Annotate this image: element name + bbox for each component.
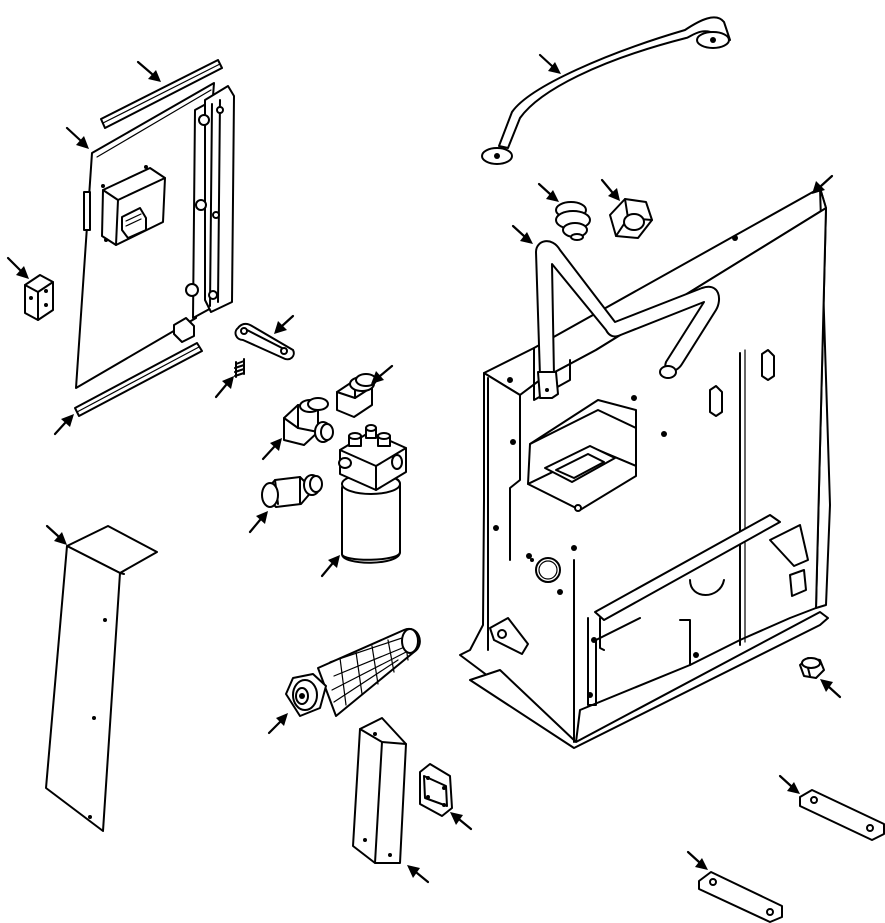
top-seal-strip (100, 59, 223, 129)
slotted-link (234, 322, 295, 361)
filter-assembly (338, 424, 407, 564)
callout-arrow (261, 438, 282, 461)
callout-arrow (65, 126, 89, 149)
callout-arrow (538, 53, 561, 74)
callout-arrow (812, 174, 834, 194)
long-angle-bracket (45, 525, 158, 832)
callout-arrow (778, 774, 800, 794)
callout-arrows (6, 53, 842, 884)
callout-arrow (6, 256, 29, 279)
callout-arrow (214, 376, 234, 399)
callout-arrow (267, 713, 288, 735)
filler-cap (609, 198, 653, 239)
square-plate (419, 763, 453, 817)
tank-housing (459, 187, 831, 749)
strainer-element (285, 627, 421, 717)
callout-arrow (248, 511, 268, 534)
hinge-strip (173, 85, 235, 343)
side-panel (75, 82, 215, 389)
flat-link-lower (698, 871, 783, 923)
mounting-plate (352, 717, 407, 864)
spring (234, 358, 245, 378)
bottom-seal-strip (74, 342, 203, 417)
callout-arrow (686, 850, 708, 870)
callout-arrow (537, 182, 559, 202)
breather-cap (555, 201, 591, 241)
grab-handle (481, 16, 731, 165)
callout-arrow (371, 364, 394, 384)
callout-arrow (274, 314, 295, 334)
callout-arrow (600, 178, 620, 201)
callout-arrow (136, 60, 161, 82)
small-bracket (24, 274, 54, 321)
callout-arrow (53, 414, 74, 436)
drain-plug (799, 657, 825, 679)
straight-fitting (336, 373, 377, 418)
callout-arrow (407, 865, 430, 884)
callout-arrow (320, 555, 340, 578)
callout-arrow (511, 224, 533, 244)
tube-assembly (535, 240, 720, 399)
hex-adapter (261, 474, 323, 508)
callout-arrow (450, 812, 473, 831)
flat-link-upper (799, 789, 885, 841)
callout-arrow (820, 679, 842, 699)
callout-arrow (45, 524, 67, 545)
elbow-fitting (283, 397, 334, 446)
